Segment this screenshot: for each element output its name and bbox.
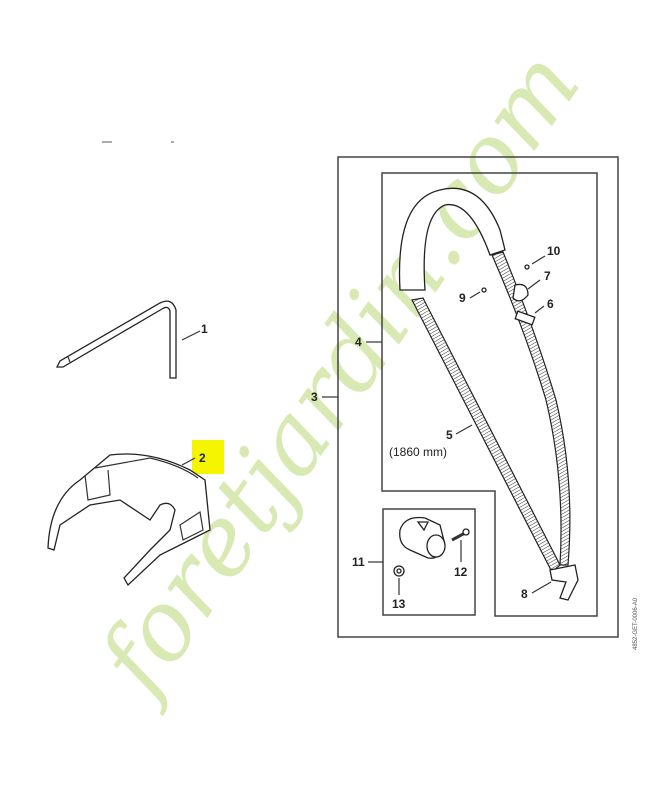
callout-7[interactable]: 7 bbox=[544, 269, 551, 283]
callout-2-highlight bbox=[192, 440, 224, 474]
callout-2[interactable]: 2 bbox=[199, 451, 206, 465]
callout-6[interactable]: 6 bbox=[547, 297, 554, 311]
callout-10[interactable]: 10 bbox=[547, 244, 561, 258]
callout-8[interactable]: 8 bbox=[521, 587, 528, 601]
carrying-ring-part[interactable] bbox=[399, 516, 446, 559]
allen-key-part[interactable] bbox=[55, 300, 177, 379]
leader-8 bbox=[531, 581, 552, 594]
leader-5 bbox=[455, 424, 473, 435]
callout-11[interactable]: 11 bbox=[352, 555, 365, 569]
callout-13[interactable]: 13 bbox=[392, 597, 406, 611]
leader-2 bbox=[181, 457, 196, 466]
callout-1[interactable]: 1 bbox=[201, 322, 208, 336]
callout-3[interactable]: 3 bbox=[311, 390, 318, 404]
drawing-code: 4852-GET-0006-A0 bbox=[633, 597, 639, 650]
nut-part[interactable] bbox=[393, 565, 405, 577]
shoulder-strap-part[interactable] bbox=[398, 187, 579, 601]
callout-5[interactable]: 5 bbox=[446, 428, 453, 442]
leader-9 bbox=[469, 291, 481, 299]
strap-length-note: (1860 mm) bbox=[389, 445, 447, 459]
leader-6 bbox=[534, 305, 545, 314]
leader-1 bbox=[181, 330, 201, 341]
safety-glasses-part[interactable] bbox=[47, 453, 211, 587]
leader-7 bbox=[527, 279, 541, 290]
callout-4[interactable]: 4 bbox=[355, 335, 362, 349]
screw-part[interactable] bbox=[451, 528, 470, 542]
callout-9[interactable]: 9 bbox=[459, 291, 466, 305]
leader-10 bbox=[531, 255, 546, 265]
callout-12[interactable]: 12 bbox=[454, 565, 468, 579]
strap-assembly-box bbox=[381, 172, 598, 617]
